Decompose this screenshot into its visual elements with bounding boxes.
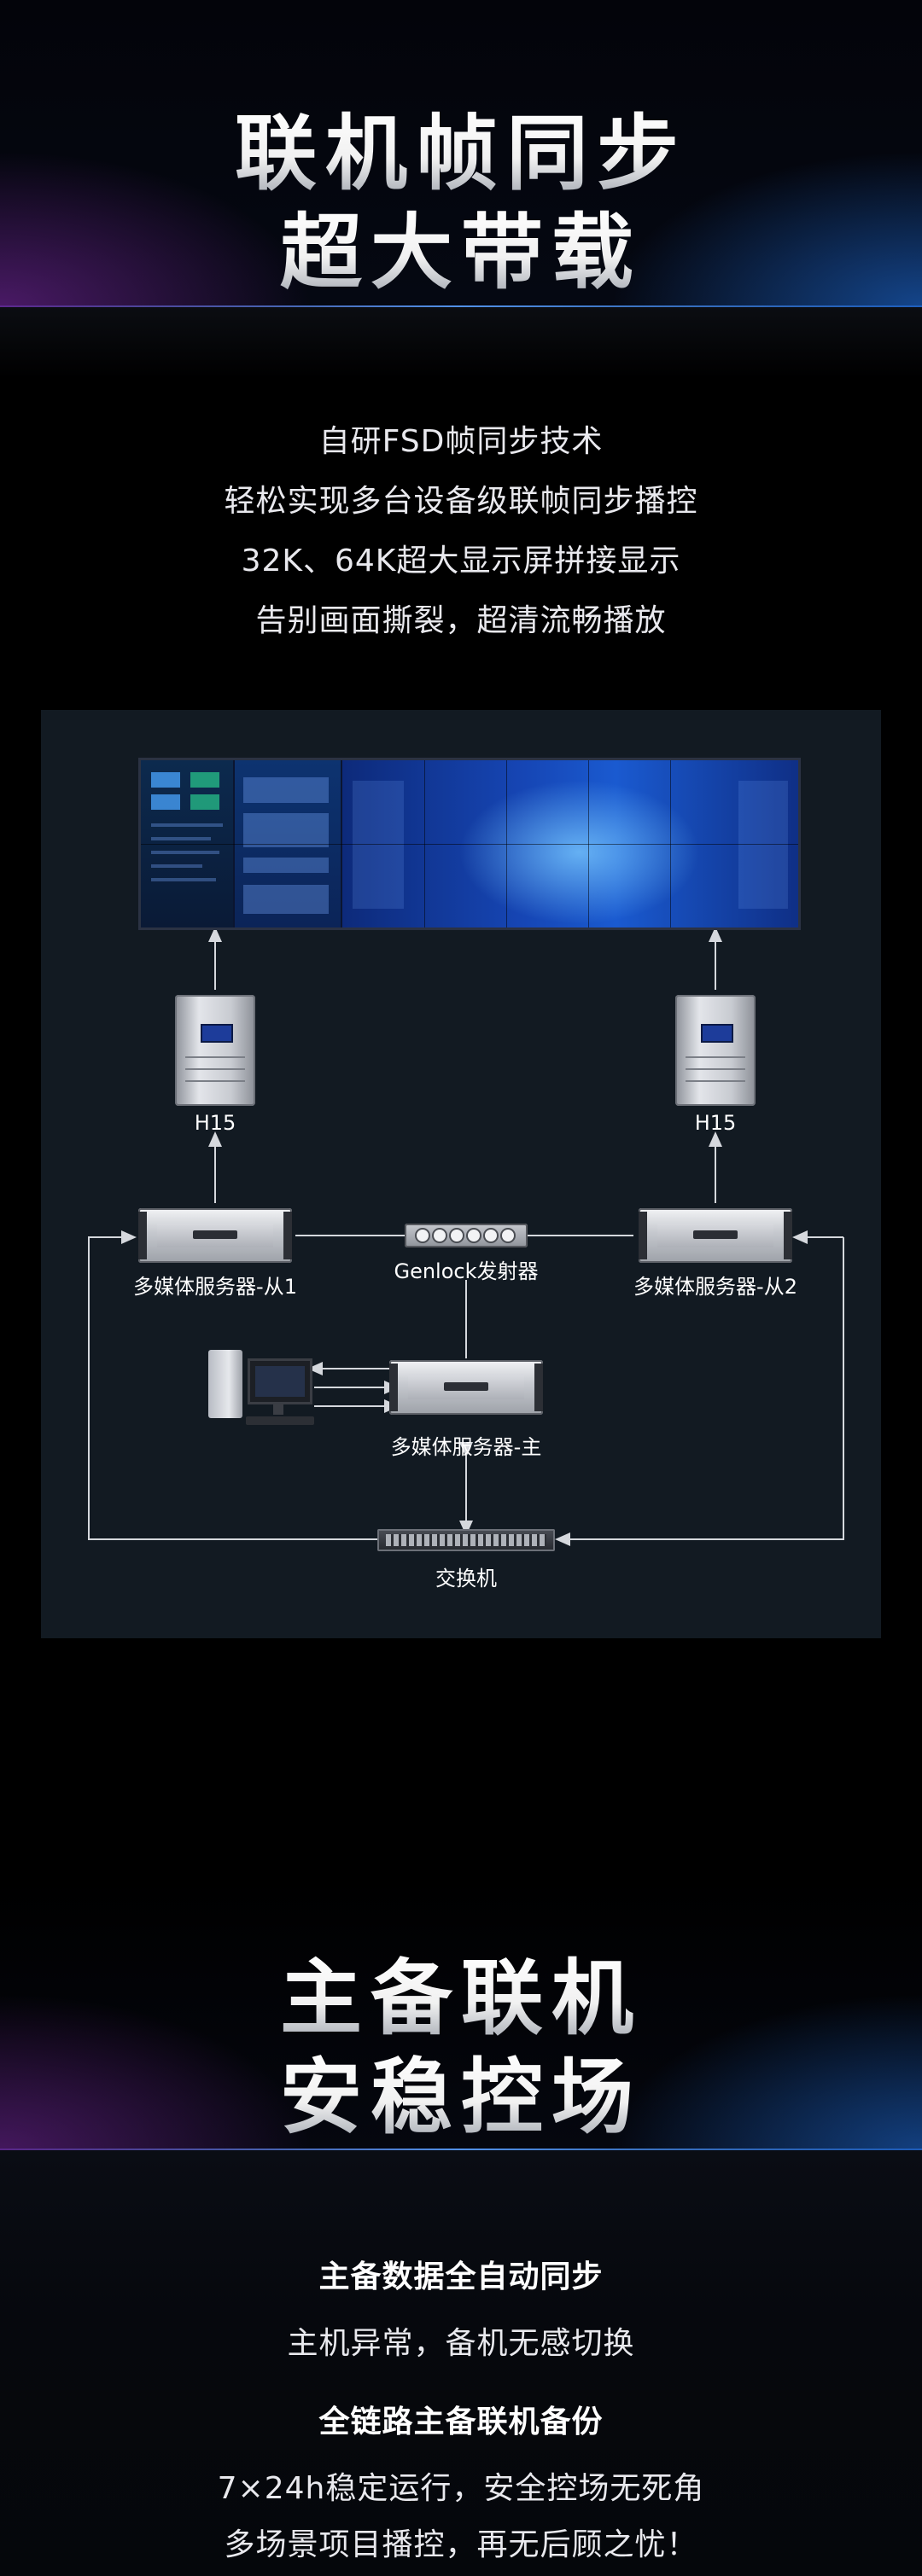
h15-device-left [175, 995, 255, 1106]
backup-line-1: 主机异常，备机无感切换 [287, 2326, 635, 2361]
topology-diagram: H15 H15 多媒体服务器-从1 多媒体服务器-从2 Genlock发射器 [41, 710, 881, 1638]
intro-line-1: 自研FSD帧同步技术 [318, 424, 604, 459]
fade-band-1 [0, 307, 922, 427]
hero-title-line2: 超大带载 [0, 203, 922, 302]
slave1-label: 多媒体服务器-从1 [133, 1275, 297, 1299]
link-slave2-switch [555, 1237, 844, 1546]
network-switch [377, 1529, 555, 1551]
slave2-label: 多媒体服务器-从2 [633, 1275, 797, 1299]
intro-line-3: 32K、64K超大显示屏拼接显示 [241, 544, 681, 579]
intro-line-4: 告别画面撕裂，超清流畅播放 [255, 603, 667, 638]
hero2-divider [0, 2149, 922, 2150]
master-label: 多媒体服务器-主 [390, 1435, 542, 1459]
backup-bold-2: 全链路主备联机备份 [318, 2404, 604, 2439]
connector-lines [88, 927, 844, 1546]
genlock-transmitter [405, 1224, 528, 1247]
backup-line-2: 7×24h稳定运行，安全控场无死角 [217, 2471, 705, 2506]
h15-device-right [675, 995, 756, 1106]
hero2-title-line1: 主备联机 [0, 1949, 922, 2048]
backup-line-3: 多场景项目播控，再无后顾之忧！ [224, 2527, 698, 2562]
backup-copy: 主备数据全自动同步 主机异常，备机无感切换 全链路主备联机备份 7×24h稳定运… [0, 2239, 922, 2573]
media-server-slave1 [138, 1208, 292, 1263]
h15-left-label: H15 [194, 1111, 236, 1135]
hero-section-2: 主备联机 安稳控场 [0, 1877, 922, 2150]
hero-section-1: 联机帧同步 超大带载 [0, 0, 922, 307]
hero-title-line1: 联机帧同步 [0, 104, 922, 203]
led-video-wall [138, 758, 801, 930]
control-pc [208, 1350, 314, 1427]
h15-right-label: H15 [694, 1111, 737, 1135]
backup-bold-1: 主备数据全自动同步 [318, 2259, 604, 2294]
media-server-master [389, 1360, 543, 1415]
fade-band-2 [0, 2150, 922, 2576]
media-server-slave2 [639, 1208, 792, 1263]
intro-copy: 自研FSD帧同步技术 轻松实现多台设备级联帧同步播控 32K、64K超大显示屏拼… [0, 412, 922, 651]
hero-divider [0, 305, 922, 307]
intro-line-2: 轻松实现多台设备级联帧同步播控 [224, 484, 698, 519]
genlock-label: Genlock发射器 [394, 1259, 539, 1283]
hero2-title-line2: 安稳控场 [0, 2048, 922, 2147]
link-switch-slave1 [88, 1230, 381, 1540]
switch-label: 交换机 [435, 1567, 497, 1590]
